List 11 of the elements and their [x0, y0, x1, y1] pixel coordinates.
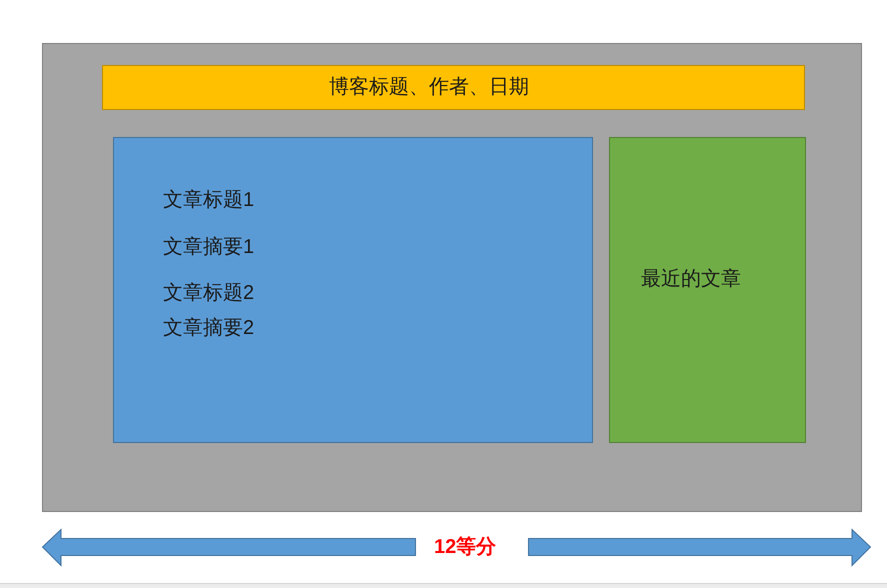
article-text: 文章摘要2 [163, 316, 254, 340]
dimension-label: 12等分 [434, 535, 496, 559]
sidebar-panel [609, 137, 806, 443]
sidebar-text: 最近的文章 [641, 267, 741, 291]
article-text: 文章摘要1 [163, 235, 254, 259]
header-bar [102, 65, 805, 110]
article-text: 文章标题2 [163, 281, 254, 305]
header-text: 博客标题、作者、日期 [329, 75, 529, 99]
page-frame [42, 43, 862, 512]
article-text: 文章标题1 [163, 188, 254, 212]
content-panel [113, 137, 593, 443]
